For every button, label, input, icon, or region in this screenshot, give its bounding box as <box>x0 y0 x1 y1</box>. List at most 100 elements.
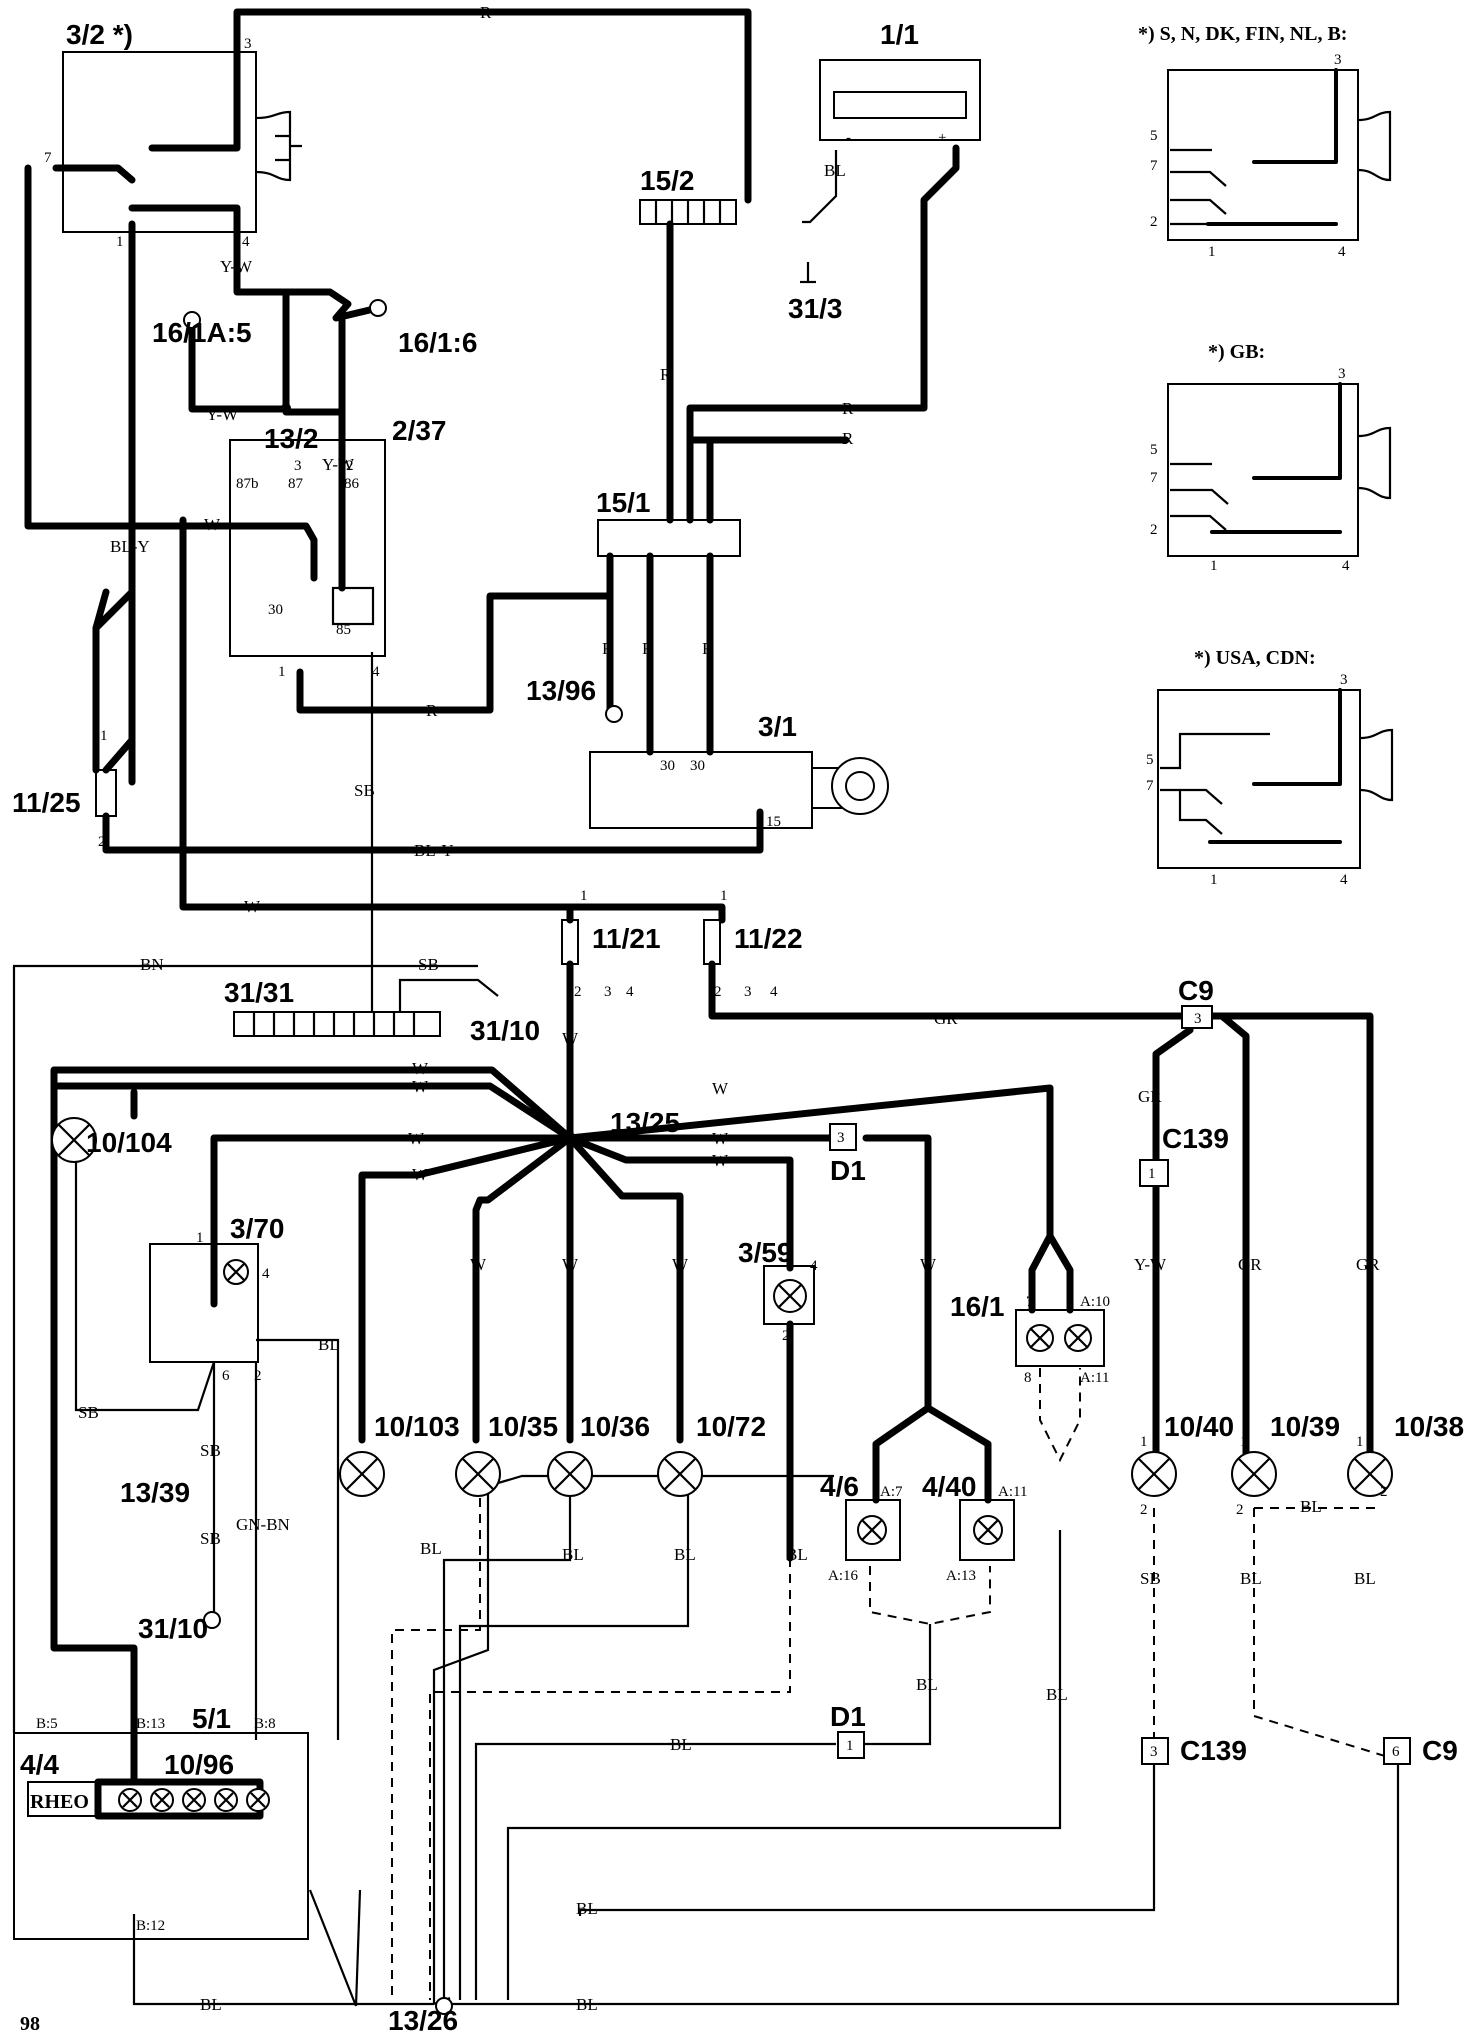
svg-text:30: 30 <box>268 602 283 618</box>
fuse-11-21 <box>561 919 579 965</box>
svg-text:R: R <box>660 365 672 384</box>
svg-text:1: 1 <box>1208 244 1216 260</box>
connector-c139-bottom <box>1141 1737 1169 1765</box>
svg-text:1: 1 <box>1148 1166 1156 1182</box>
variant-title-3: *) USA, CDN: <box>1194 647 1316 669</box>
svg-text:R: R <box>426 701 438 720</box>
svg-text:BL: BL <box>420 1539 442 1558</box>
connector-c9-bottom <box>1383 1737 1411 1765</box>
svg-text:A:7: A:7 <box>880 1484 903 1500</box>
label-13-39: 13/39 <box>120 1477 190 1508</box>
label-13-2: 13/2 <box>264 423 319 454</box>
svg-text:R: R <box>842 429 854 448</box>
svg-text:BL-Y: BL-Y <box>414 841 454 860</box>
svg-text:1: 1 <box>720 888 728 904</box>
svg-text:4: 4 <box>626 984 634 1000</box>
label-3-2: 3/2 *) <box>66 19 133 50</box>
page-number: 98 <box>20 2013 40 2032</box>
svg-text:1: 1 <box>1356 1434 1364 1450</box>
label-13-25: 13/25 <box>610 1107 680 1138</box>
svg-text:4: 4 <box>770 984 778 1000</box>
svg-text:8: 8 <box>1024 1370 1032 1386</box>
svg-text:1: 1 <box>196 1230 204 1246</box>
svg-text:W: W <box>412 1059 429 1078</box>
label-c139-top: C139 <box>1162 1123 1229 1154</box>
label-11-21: 11/21 <box>592 923 661 954</box>
relay-2-37 <box>229 439 386 657</box>
svg-text:1: 1 <box>116 234 124 250</box>
svg-text:SB: SB <box>200 1529 221 1548</box>
svg-text:87b: 87b <box>236 476 259 492</box>
svg-text:4: 4 <box>1338 244 1346 260</box>
svg-text:1: 1 <box>846 1738 854 1754</box>
svg-text:Y-W: Y-W <box>206 405 239 424</box>
svg-text:4: 4 <box>810 1258 818 1274</box>
svg-text:30: 30 <box>660 758 675 774</box>
label-10-40: 10/40 <box>1164 1411 1234 1442</box>
wire-color-labels: R BL Y-W Y-W Y-W W BL-Y R R R R R R R SB… <box>78 3 1380 2014</box>
svg-text:R: R <box>480 3 492 22</box>
label-13-26: 13/26 <box>388 2005 458 2032</box>
label-10-104: 10/104 <box>86 1127 172 1158</box>
label-15-2: 15/2 <box>640 165 695 196</box>
svg-text:3: 3 <box>1334 52 1342 68</box>
svg-text:7: 7 <box>44 150 52 166</box>
lamps-10-96 <box>118 1788 270 1812</box>
svg-text:SB: SB <box>418 955 439 974</box>
label-10-38: 10/38 <box>1394 1411 1464 1442</box>
svg-text:BL: BL <box>674 1545 696 1564</box>
svg-text:3: 3 <box>1340 672 1348 688</box>
svg-text:W: W <box>244 897 261 916</box>
svg-text:87: 87 <box>288 476 304 492</box>
label-d1-top: D1 <box>830 1155 866 1186</box>
svg-text:2: 2 <box>574 984 582 1000</box>
lamp-10-104 <box>51 1117 97 1163</box>
svg-text:Y-W: Y-W <box>1134 1255 1167 1274</box>
svg-text:BL: BL <box>1240 1569 1262 1588</box>
svg-text:3: 3 <box>1338 366 1346 382</box>
svg-text:2: 2 <box>1140 1502 1148 1518</box>
svg-text:W: W <box>712 1151 729 1170</box>
svg-text:BL: BL <box>824 161 846 180</box>
label-31-10a: 31/10 <box>470 1015 540 1046</box>
svg-text:BL: BL <box>576 1995 598 2014</box>
label-d1-bottom: D1 <box>830 1701 866 1732</box>
label-5-1: 5/1 <box>192 1703 231 1734</box>
svg-text:7: 7 <box>1150 158 1158 174</box>
label-rheo: RHEO <box>30 1791 89 1813</box>
svg-text:B:13: B:13 <box>136 1716 165 1732</box>
connector-c139-top <box>1139 1159 1169 1187</box>
lamp-3-70 <box>223 1259 249 1285</box>
svg-text:A:11: A:11 <box>998 1484 1027 1500</box>
svg-text:2: 2 <box>1150 522 1158 538</box>
svg-text:W: W <box>712 1129 729 1148</box>
svg-text:BL-Y: BL-Y <box>110 537 150 556</box>
svg-text:GR: GR <box>1238 1255 1262 1274</box>
label-4-6: 4/6 <box>820 1471 859 1502</box>
label-c139-bottom: C139 <box>1180 1735 1247 1766</box>
label-13-96: 13/96 <box>526 675 596 706</box>
label-10-103: 10/103 <box>374 1411 460 1442</box>
connectors <box>829 1005 1411 1765</box>
svg-text:6: 6 <box>222 1368 230 1384</box>
svg-text:A:13: A:13 <box>946 1568 976 1584</box>
svg-text:1: 1 <box>1140 1434 1148 1450</box>
svg-text:SB: SB <box>1140 1569 1161 1588</box>
label-10-96: 10/96 <box>164 1749 234 1780</box>
label-11-22: 11/22 <box>734 923 803 954</box>
label-10-36: 10/36 <box>580 1411 650 1442</box>
svg-text:2: 2 <box>1380 1484 1388 1500</box>
variant-switch-1 <box>1167 68 1392 241</box>
lamp-4-40 <box>973 1515 1003 1545</box>
svg-text:A:16: A:16 <box>828 1568 859 1584</box>
svg-text:W: W <box>672 1255 689 1274</box>
label-3-59: 3/59 <box>738 1237 793 1268</box>
svg-text:BL: BL <box>916 1675 938 1694</box>
svg-text:6: 6 <box>1392 1744 1400 1760</box>
lamp-10-40 <box>1131 1451 1177 1497</box>
svg-text:BL: BL <box>576 1899 598 1918</box>
svg-text:Y-W: Y-W <box>220 257 253 276</box>
label-3-70: 3/70 <box>230 1213 285 1244</box>
lamp-10-36 <box>547 1451 593 1497</box>
